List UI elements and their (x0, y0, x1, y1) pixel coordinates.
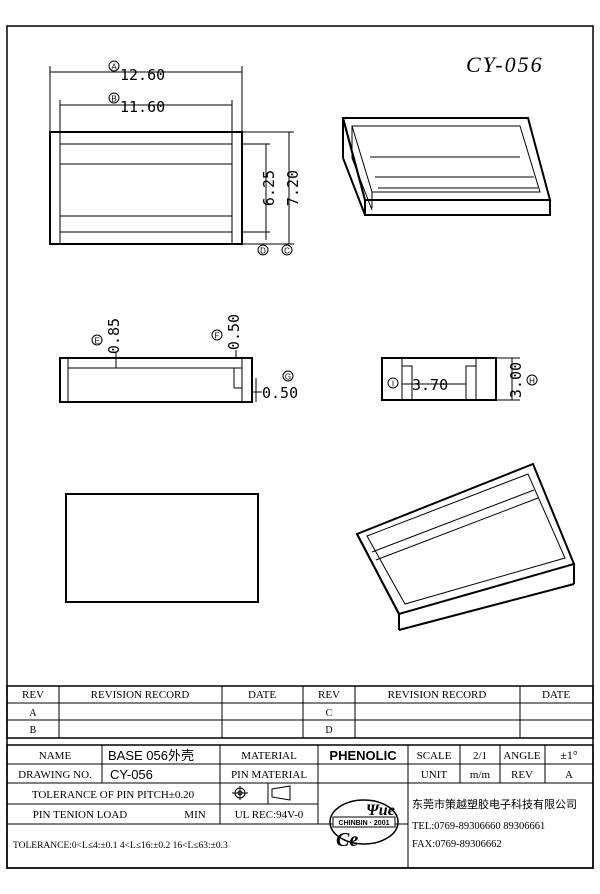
callout-a (108, 60, 120, 72)
rev-row-a: A (29, 708, 37, 719)
dim-e-value: 0.85 (105, 318, 123, 354)
front-view: A 12.60 B 11.60 6.25 D 7.20 C (49, 60, 302, 256)
rev-header-2: REV (318, 689, 340, 701)
part-code: CY-056 (466, 52, 544, 77)
isometric-view-2 (355, 462, 576, 631)
svg-text:Ψue: Ψue (366, 802, 395, 819)
pin-material-label: PIN MATERIAL (231, 769, 307, 781)
dim-g-value: 0.50 (262, 384, 298, 402)
callout-b-letter: B (111, 95, 116, 104)
scale-label: SCALE (417, 750, 452, 762)
title-block: NAME BASE 056外壳 MATERIAL PHENOLIC SCALE … (6, 744, 594, 869)
svg-text:Ce: Ce (336, 829, 358, 851)
side-outline (59, 357, 253, 403)
callout-g-letter: G (285, 373, 291, 382)
company-name: 东莞市策越塑胶电子科技有限公司 (412, 797, 577, 811)
scale-value: 2/1 (473, 750, 487, 762)
front-outline (49, 131, 243, 245)
projection-symbol (232, 785, 291, 801)
callout-i (387, 377, 399, 389)
rev-row-d: D (325, 725, 332, 736)
bottom-view (65, 493, 259, 603)
dim-c-value: 7.20 (284, 170, 302, 206)
rev-value: A (565, 769, 573, 781)
tolerance-pitch: TOLERANCE OF PIN PITCH±0.20 (32, 789, 195, 801)
record-header-2: REVISION RECORD (388, 689, 487, 701)
date-header-1: DATE (248, 689, 276, 701)
ul-rec: UL REC:94V-0 (235, 809, 304, 821)
rev-header-1: REV (22, 689, 44, 701)
angle-value: ±1° (560, 748, 578, 762)
drawing-no-label: DRAWING NO. (18, 769, 92, 781)
sheet-border (6, 25, 594, 869)
tolerance-general: TOLERANCE:0<L≤4:±0.1 4<L≤16:±0.2 16<L≤63… (13, 841, 228, 851)
callout-b (108, 92, 120, 104)
rev-row-c: C (326, 708, 333, 719)
callout-e (91, 334, 103, 346)
dim-d-value: 6.25 (260, 170, 278, 206)
callout-c (281, 244, 293, 256)
callout-d-letter: D (260, 247, 266, 256)
end-outline (381, 357, 497, 401)
record-header-1: REVISION RECORD (91, 689, 190, 701)
unit-label: UNIT (421, 769, 448, 781)
callout-f (211, 329, 223, 341)
material-label: MATERIAL (241, 750, 297, 762)
pin-tension-label: PIN TENION LOAD (33, 809, 128, 821)
dim-b-value: 11.60 (120, 98, 165, 116)
angle-label: ANGLE (503, 750, 541, 762)
dim-a-value: 12.60 (120, 66, 165, 84)
material-value: PHENOLIC (329, 748, 397, 763)
name-value: BASE 056外壳 (108, 748, 194, 763)
company-tel: TEL:0769-89306660 89306661 (412, 821, 545, 832)
dim-h-value: 3.00 (507, 362, 525, 398)
drawing-no-value: CY-056 (110, 767, 153, 782)
callout-a-letter: A (111, 63, 117, 72)
date-header-2: DATE (542, 689, 570, 701)
callout-c-letter: C (284, 247, 290, 256)
callout-d (257, 244, 269, 256)
name-label: NAME (39, 750, 72, 762)
isometric-view (341, 117, 552, 216)
revision-table: REV REVISION RECORD DATE REV REVISION RE… (6, 685, 594, 739)
dim-f-value: 0.50 (225, 314, 243, 350)
company-logo: CHINBIN · 2001 Ce Ψue (329, 799, 399, 851)
callout-i-letter: I (392, 380, 394, 389)
callout-h (526, 374, 538, 386)
end-view: I 3.70 3.00 H (381, 357, 538, 401)
svg-text:CHINBIN · 2001: CHINBIN · 2001 (339, 820, 390, 827)
pin-tension-value: MIN (184, 809, 205, 821)
callout-g (282, 370, 294, 382)
callout-e-letter: E (94, 337, 99, 346)
dim-i-value: 3.70 (412, 376, 448, 394)
side-view: 0.85 E 0.50 F 0.50 G (59, 314, 298, 403)
company-fax: FAX:0769-89306662 (412, 839, 502, 850)
rev-row-b: B (30, 725, 37, 736)
callout-f-letter: F (215, 332, 220, 341)
callout-h-letter: H (529, 377, 535, 386)
unit-value: m/m (470, 769, 491, 781)
rev-label: REV (511, 769, 533, 781)
